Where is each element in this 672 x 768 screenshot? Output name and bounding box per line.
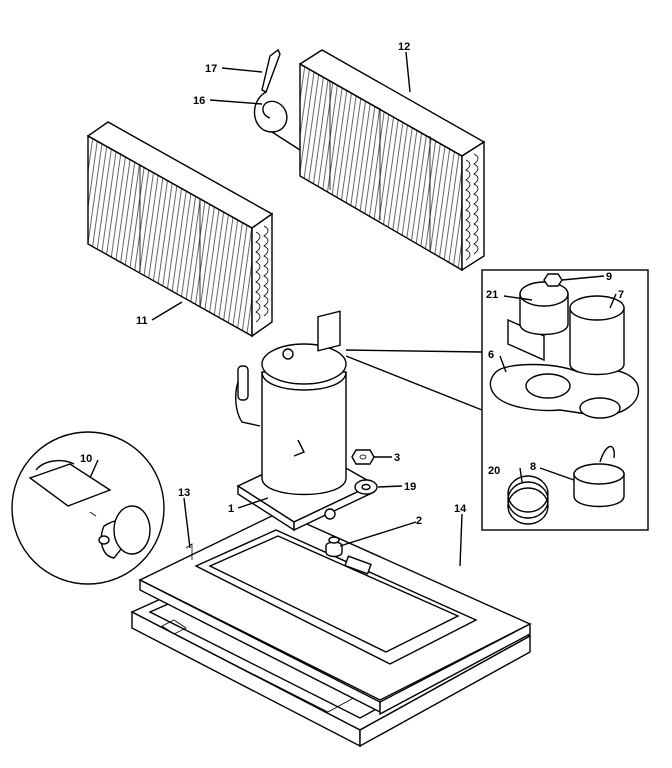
drain-pan-14 (138, 511, 532, 716)
capillary-tube-16 (253, 91, 301, 151)
callout-20: 20 (488, 465, 500, 477)
callout-14: 14 (454, 503, 467, 515)
callout-1: 1 (228, 503, 234, 515)
compressor-1 (235, 310, 376, 532)
washer-19 (354, 479, 378, 495)
callout-17: 17 (205, 63, 217, 75)
mount-grommet-2 (325, 536, 343, 558)
capacitor-detail-box (345, 269, 649, 531)
callout-10: 10 (80, 453, 92, 465)
callout-9: 9 (606, 271, 612, 283)
nut-3 (351, 449, 375, 465)
hold-down-strap-20 (507, 475, 549, 525)
terminal-cover-detail-10 (11, 431, 165, 585)
callout-19: 19 (404, 481, 416, 493)
callout-12: 12 (398, 41, 410, 53)
callout-8: 8 (530, 461, 536, 473)
callout-13: 13 (178, 487, 190, 499)
callout-6: 6 (488, 349, 494, 361)
callout-16: 16 (193, 95, 205, 107)
terminal-nut-9 (543, 273, 563, 287)
callout-7: 7 (618, 289, 624, 301)
sensing-bulb-17 (261, 48, 281, 93)
callout-21: 21 (486, 289, 498, 301)
evaporator-coil-11 (86, 121, 274, 338)
callout-2: 2 (416, 515, 422, 527)
callout-3: 3 (394, 452, 400, 464)
capacitor-run-21 (519, 281, 569, 336)
callout-11: 11 (136, 315, 148, 327)
capacitor-bracket-6 (489, 318, 640, 419)
leader-lines (89, 51, 617, 567)
capacitor-start-8 (573, 445, 625, 508)
condenser-coil-12 (298, 49, 486, 272)
callout-labels: 17 16 12 11 10 13 14 1 2 3 19 9 21 7 6 2… (80, 41, 624, 527)
capacitor-fan-7 (569, 295, 625, 376)
